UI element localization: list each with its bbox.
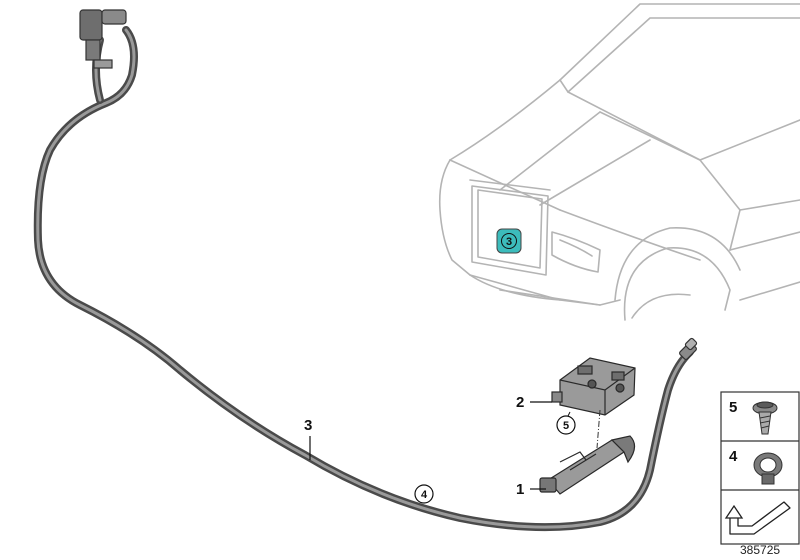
callout-bracket-number: 2: [516, 394, 524, 411]
car-location-marker: 3: [496, 228, 522, 254]
legend-panel: 5 4: [720, 391, 800, 545]
callout-hose-number: 3: [304, 417, 312, 434]
legend-clamp: 4: [729, 448, 783, 485]
direction-arrow-icon: [724, 501, 791, 535]
nozzle-bracket: [551, 357, 636, 416]
legend-screw-number: 5: [729, 399, 737, 416]
legend-arrow: [724, 501, 791, 535]
legend-clamp-number: 4: [729, 448, 738, 465]
hose-end-fitting: [679, 337, 698, 360]
screw-icon: [752, 401, 778, 435]
diagram-number: 385725: [740, 543, 780, 557]
callout-nozzle-number: 1: [516, 481, 524, 498]
callout-screw-ref: 5: [556, 411, 576, 435]
callout-screw-ref-number: 5: [563, 420, 569, 432]
washer-nozzle: [539, 435, 636, 495]
car-marker-label: 3: [506, 236, 512, 248]
callout-clamp-ref: 4: [414, 484, 434, 504]
assembly-line: [596, 409, 601, 449]
clamp-icon: [753, 452, 783, 485]
car-outline: [438, 3, 800, 321]
callout-hose: 3: [304, 417, 312, 460]
callout-nozzle: 1: [516, 481, 546, 498]
callout-clamp-ref-number: 4: [421, 489, 428, 501]
callout-bracket: 2: [516, 394, 552, 411]
hose-connector-top: [79, 9, 127, 69]
legend-screw: 5: [729, 399, 778, 435]
